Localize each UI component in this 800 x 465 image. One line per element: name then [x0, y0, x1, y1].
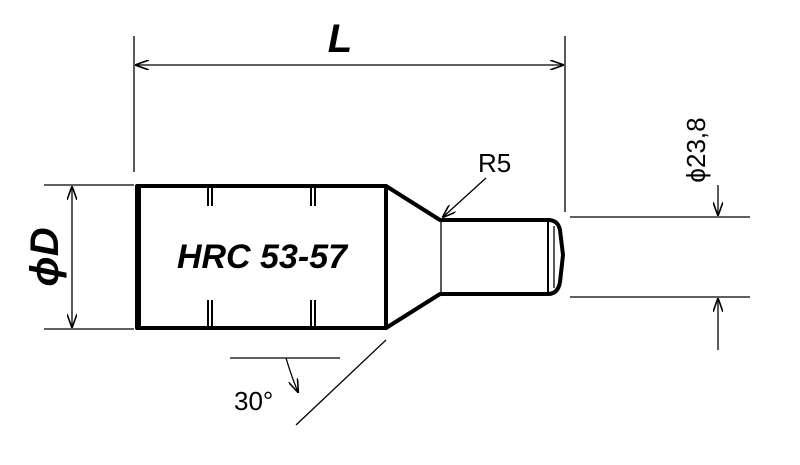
angle-dimension: 30° — [230, 339, 387, 426]
radius-leader — [443, 177, 487, 217]
angle-label: 30° — [234, 386, 273, 416]
angle-arc — [285, 357, 298, 392]
tip-diameter-label: ϕ23,8 — [681, 117, 711, 182]
hardness-label: HRC 53-57 — [177, 238, 349, 276]
length-label: L — [328, 17, 352, 61]
taper-shank-outline — [384, 184, 565, 330]
diameter-label: ϕD — [23, 227, 67, 286]
diameter-dimension: ϕD — [23, 184, 134, 330]
radius-label: R5 — [478, 148, 511, 178]
part-outline: HRC 53-57 — [135, 184, 565, 330]
length-dimension: L — [133, 17, 566, 212]
angle-taper-extension — [295, 339, 387, 426]
radius-callout: R5 — [443, 148, 511, 217]
tip-diameter-dimension: ϕ23,8 — [570, 117, 750, 350]
body-grooves — [139, 188, 316, 326]
